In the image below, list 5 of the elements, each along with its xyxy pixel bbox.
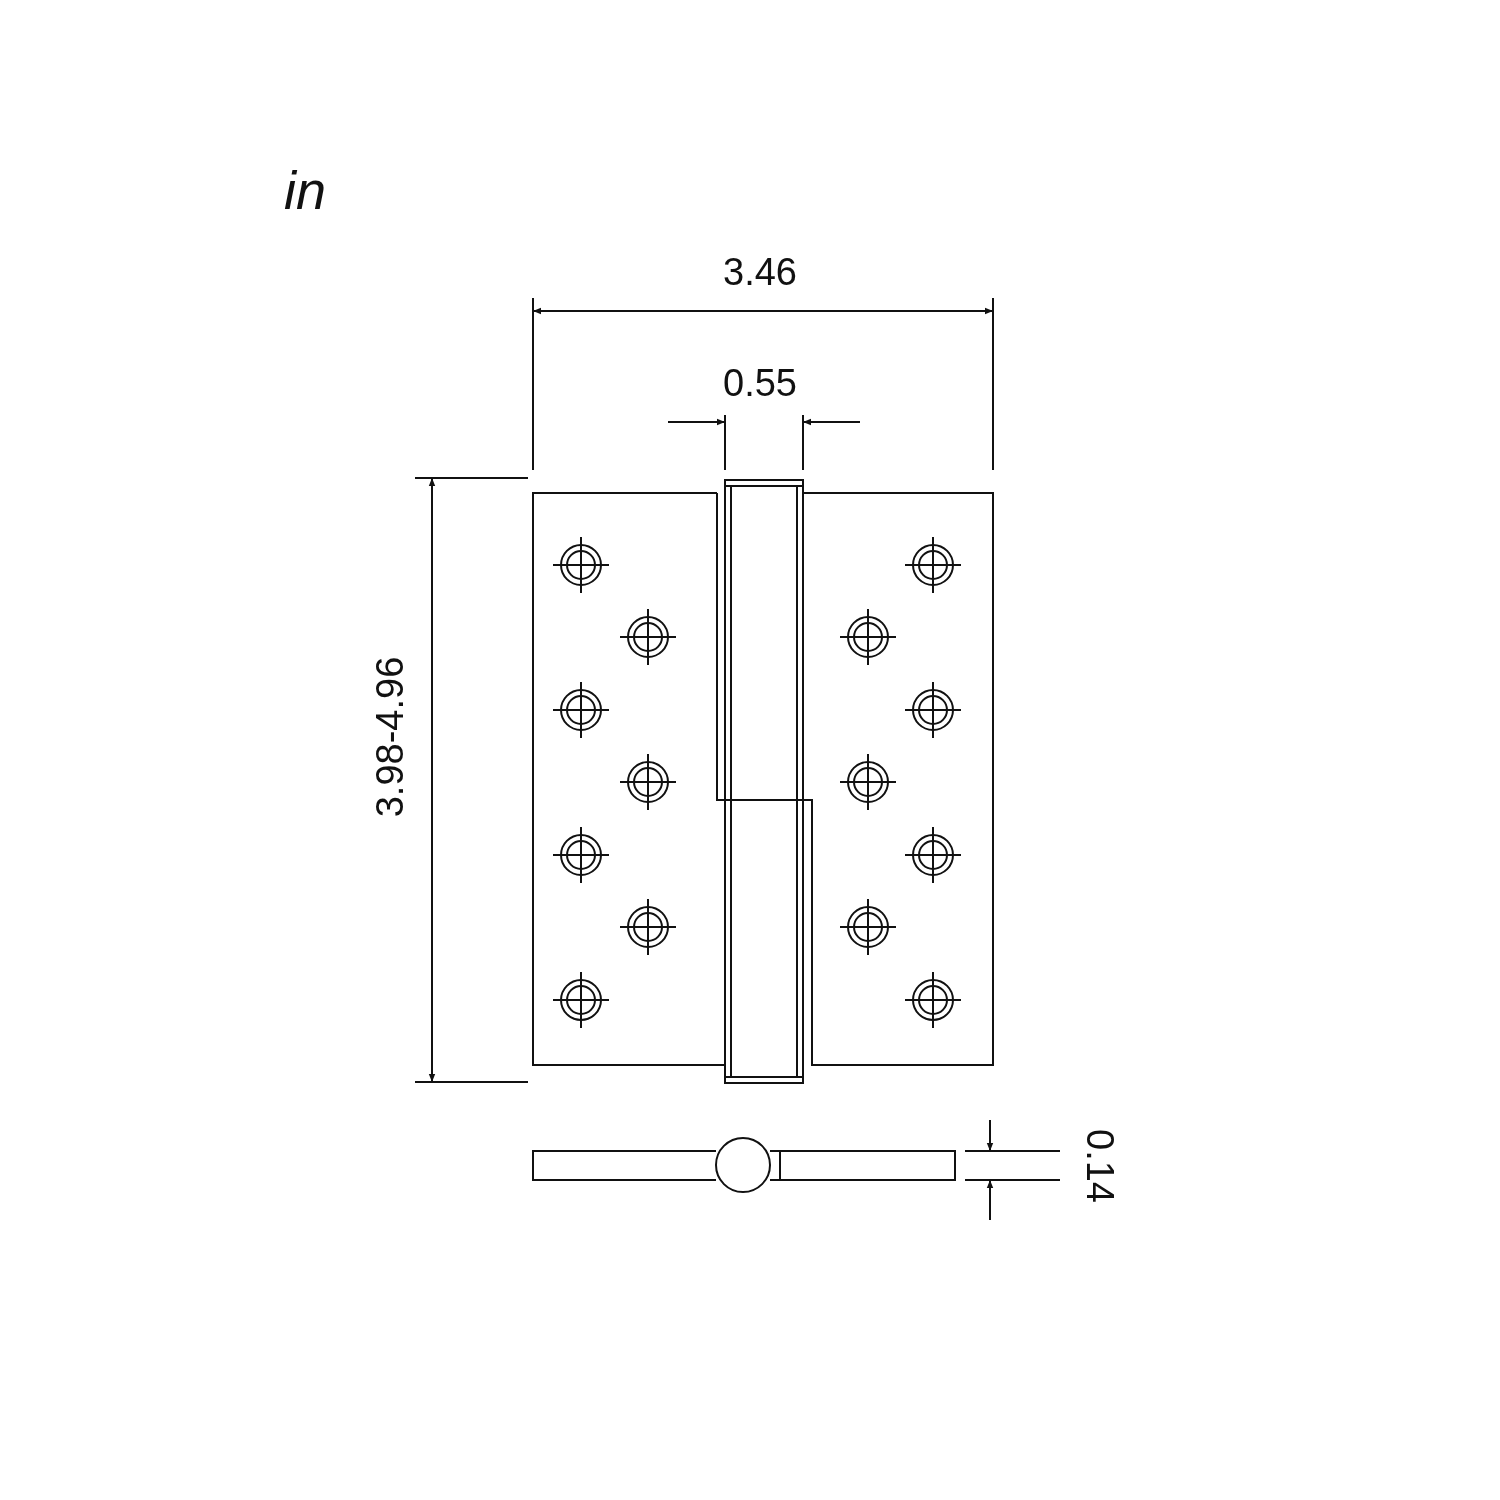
unit-label: in (284, 163, 327, 217)
dimension-label: 3.46 (723, 253, 797, 291)
dimension-label: 0.14 (1081, 1129, 1119, 1203)
dimension-label: 3.98-4.96 (370, 656, 409, 818)
dimension-label: 0.55 (723, 364, 797, 402)
